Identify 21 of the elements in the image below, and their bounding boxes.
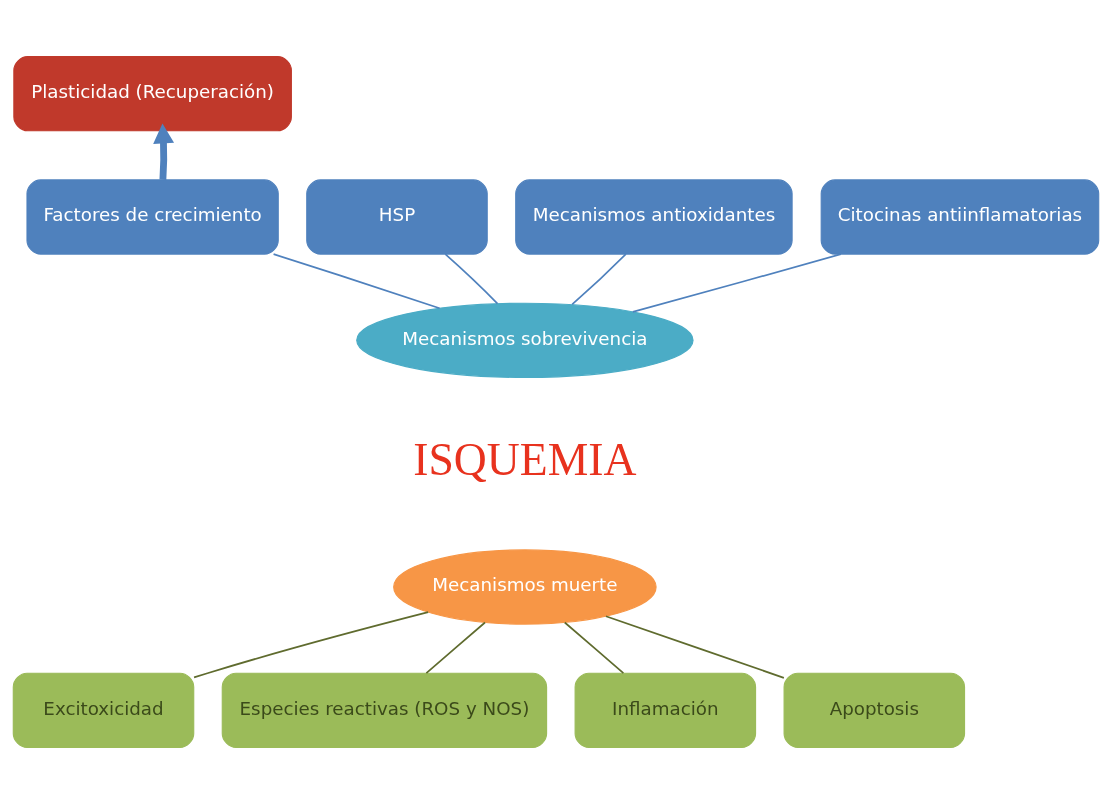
node-box: Apoptosis [783, 672, 966, 748]
label: ISQUEMIA [413, 433, 637, 485]
connector [563, 621, 625, 674]
node-box: Excitoxicidad [12, 672, 195, 748]
node-ellipse: Mecanismos sobrevivencia [356, 302, 694, 378]
connector [272, 252, 441, 309]
connector [631, 252, 842, 313]
node-box: Especies reactivas (ROS y NOS) [221, 672, 548, 748]
node-ellipse: Mecanismos muerte [393, 548, 657, 625]
node-box: HSP [306, 178, 488, 255]
node-box: Plasticidad (Recuperación) [13, 55, 292, 131]
node-box: Inflamación [574, 672, 757, 748]
connector [605, 614, 785, 679]
arrow [153, 122, 175, 180]
node-box: Citocinas antiinflamatorias [820, 178, 1100, 255]
connector [571, 252, 627, 305]
node-box: Factores de crecimiento [26, 178, 279, 255]
connector [193, 610, 430, 678]
connector [444, 252, 499, 304]
connector [425, 621, 486, 674]
node-box: Mecanismos antioxidantes [515, 178, 793, 255]
